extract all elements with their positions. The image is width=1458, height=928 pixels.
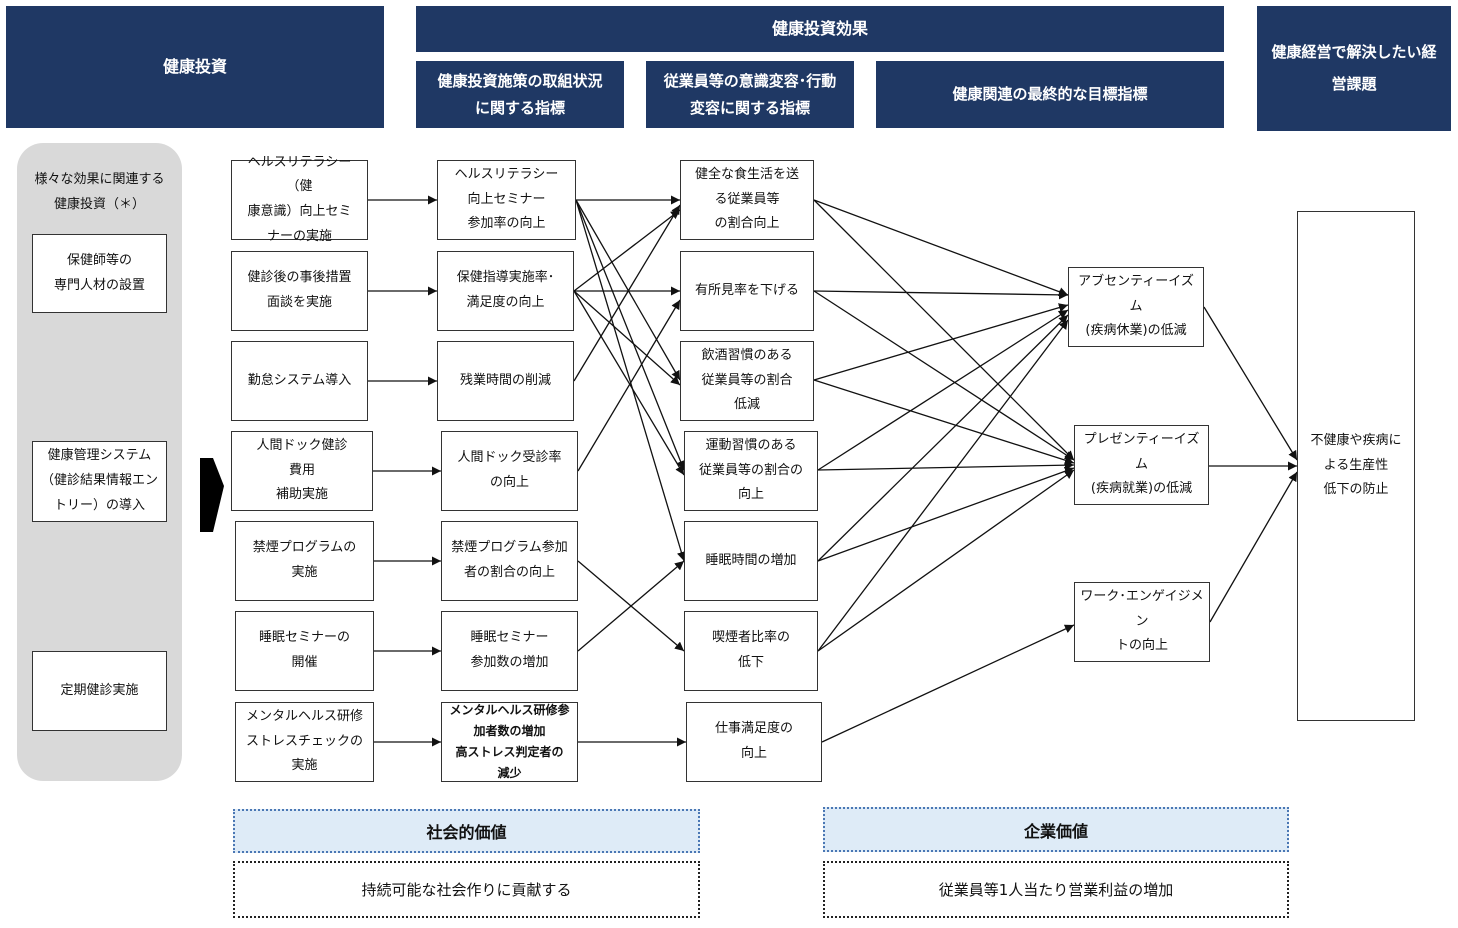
social-value-text: 持続可能な社会作りに貢献する	[233, 861, 700, 918]
corporate-value-text: 従業員等1人当たり営業利益の増加	[823, 861, 1289, 918]
left-item-specialist: 保健師等の 専門人材の設置	[32, 234, 167, 313]
measure-dock-rate: 人間ドック受診率 の向上	[441, 431, 578, 511]
left-item-health-system: 健康管理システム （健診結果情報エン トリー）の導入	[32, 441, 167, 522]
behavior-job-satisfaction: 仕事満足度の 向上	[686, 702, 822, 782]
goal-presenteeism: プレゼンティーイズム (疾病就業)の低減	[1074, 425, 1209, 505]
header-effect-measures: 健康投資施策の取組状況 に関する指標	[416, 61, 624, 128]
behavior-healthy-diet: 健全な食生活を送 る従業員等 の割合向上	[680, 160, 814, 240]
measure-guidance-rate: 保健指導実施率･ 満足度の向上	[437, 251, 574, 331]
behavior-drinking: 飲酒習慣のある 従業員等の割合 低減	[680, 341, 814, 421]
investment-literacy-seminar: ヘルスリテラシー（健 康意識）向上セミ ナーの実施	[231, 155, 368, 244]
corporate-value-title: 企業価値	[823, 807, 1289, 852]
investment-smoking-program: 禁煙プログラムの 実施	[235, 521, 374, 601]
big-right-arrow	[200, 458, 224, 532]
behavior-sleep-time: 睡眠時間の増加	[684, 521, 818, 601]
left-item-checkup: 定期健診実施	[32, 651, 167, 731]
investment-sleep-seminar: 睡眠セミナーの 開催	[235, 611, 374, 691]
final-issue-productivity: 不健康や疾病に よる生産性 低下の防止	[1297, 211, 1415, 721]
investment-mental-health: メンタルヘルス研修 ストレスチェックの 実施	[235, 702, 374, 782]
measure-sleep-participation: 睡眠セミナー 参加数の増加	[441, 611, 578, 691]
goal-work-engagement: ワーク･エンゲイジメン トの向上	[1074, 582, 1210, 662]
measure-mental-health: メンタルヘルス研修参 加者数の増加 高ストレス判定者の 減少	[441, 702, 578, 782]
header-management-issue: 健康経営で解決したい経 営課題	[1257, 6, 1451, 131]
measure-smoking-participation: 禁煙プログラム参加 者の割合の向上	[441, 521, 578, 601]
measure-overtime-reduction: 残業時間の削減	[437, 341, 574, 421]
behavior-exercise: 運動習慣のある 従業員等の割合の 向上	[684, 431, 818, 511]
investment-dock-subsidy: 人間ドック健診 費用 補助実施	[231, 431, 373, 511]
social-value-title: 社会的価値	[233, 809, 700, 853]
header-effect: 健康投資効果	[416, 6, 1224, 52]
behavior-abnormal-findings: 有所見率を下げる	[680, 251, 814, 331]
investment-attendance-system: 勤怠システム導入	[231, 341, 368, 421]
header-effect-behavior: 従業員等の意識変容･行動 変容に関する指標	[646, 61, 854, 128]
left-panel-title: 様々な効果に関連する 健康投資（＊）	[34, 172, 165, 212]
header-investment: 健康投資	[6, 6, 384, 128]
header-effect-goals: 健康関連の最終的な目標指標	[876, 61, 1224, 128]
investment-followup-interview: 健診後の事後措置 面談を実施	[231, 251, 368, 331]
goal-absenteeism: アブセンティーイズム (疾病休業)の低減	[1068, 267, 1204, 347]
behavior-smoker-ratio: 喫煙者比率の 低下	[684, 611, 818, 691]
measure-literacy-participation: ヘルスリテラシー 向上セミナー 参加率の向上	[437, 160, 576, 240]
